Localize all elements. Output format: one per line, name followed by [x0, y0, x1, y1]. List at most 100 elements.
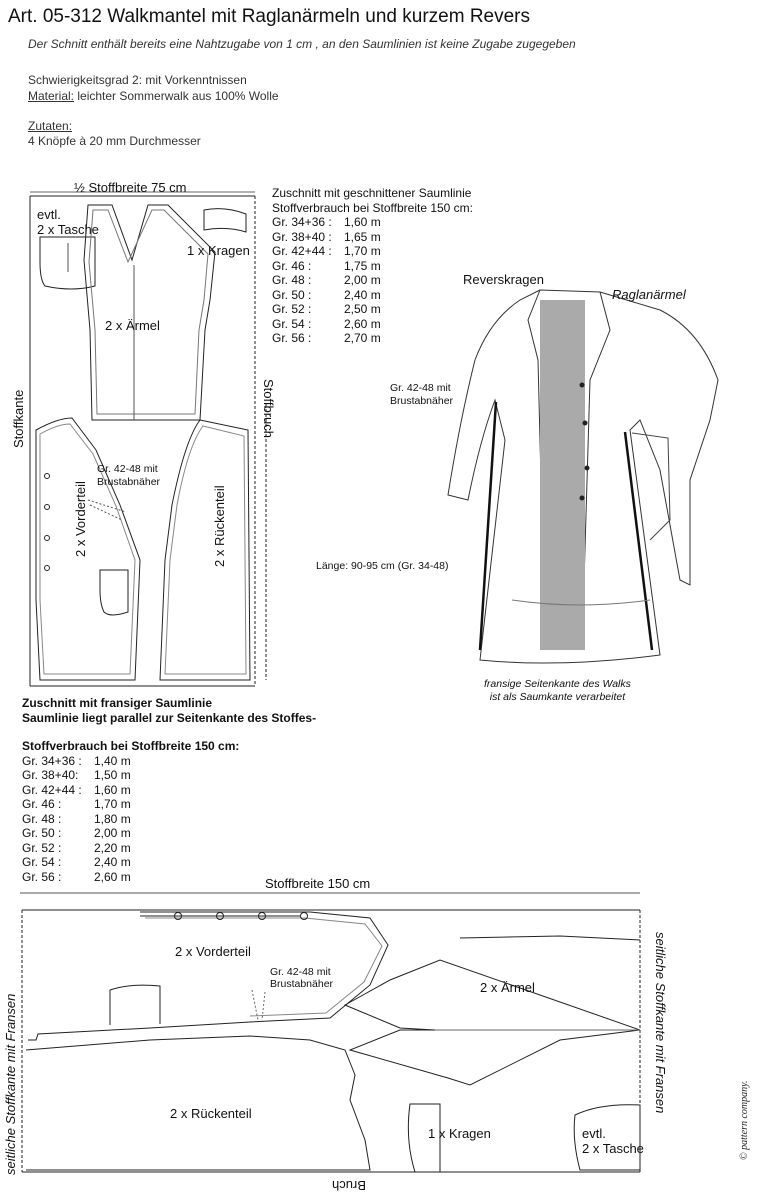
cut-fringe-size: Gr. 34+36 :	[22, 753, 82, 768]
cut-cut-size: Gr. 48 :	[272, 273, 312, 287]
cut-fringe-amount: 2,40 m	[94, 855, 131, 869]
cut-cut-heading2: Stoffverbrauch bei Stoffbreite 150 cm:	[272, 200, 474, 215]
cut-cut-amount: 1,60 m	[344, 215, 381, 229]
cut-cut-row: Gr. 52 : 2,50 m	[272, 302, 473, 317]
layout1-collar-label: 1 x Kragen	[187, 243, 250, 258]
cut-fringe-row: Gr. 42+44 : 1,60 m	[22, 783, 316, 798]
layout2-sleeve-piece	[343, 935, 641, 1086]
layout1-selvage-label: Stoffkante	[11, 389, 26, 448]
coat-collar-label: Reverskragen	[463, 272, 544, 287]
layout1-back-label: 2 x Rückenteil	[212, 485, 227, 567]
cut-fringe-amount: 1,70 m	[94, 797, 131, 811]
cut-cut-row: Gr. 56 : 2,70 m	[272, 331, 473, 346]
cut-cut-amount: 1,70 m	[344, 244, 381, 258]
cut-fringe-row: Gr. 56 : 2,60 m	[22, 870, 316, 885]
material-value: leichter Sommerwalk aus 100% Wolle	[74, 89, 279, 103]
seam-allowance-note: Der Schnitt enthält bereits eine Nahtzug…	[28, 37, 576, 51]
cut-cut-row: Gr. 42+44 :1,70 m	[272, 244, 473, 259]
layout2-collar-piece	[407, 1103, 441, 1173]
cut-fringe-size: Gr. 54 :	[22, 855, 62, 869]
cut-cut-size: Gr. 56 :	[272, 331, 312, 345]
layout1-back-piece	[159, 419, 251, 681]
layout1-front-label: 2 x Vorderteil	[73, 481, 88, 557]
notions-label: Zutaten:	[28, 119, 73, 133]
brand-mark: © pattern company.	[739, 1080, 750, 1160]
layout2-collar-label: 1 x Kragen	[428, 1126, 491, 1141]
cut-fringe-amount: 1,40 m	[94, 753, 131, 768]
cut-fringe-heading1: Zuschnitt mit fransiger Saumlinie	[22, 696, 213, 710]
cut-fringe-amount: 2,60 m	[94, 869, 131, 884]
layout2-dart-label: Gr. 42-48 mit Brustabnäher	[270, 966, 334, 990]
layout1-frame	[29, 191, 256, 687]
cut-cut-table: Zuschnitt mit geschnittener Saumlinie St…	[272, 186, 473, 346]
cut-fringe-size: Gr. 46 :	[22, 797, 62, 811]
layout2-width-label: Stoffbreite 150 cm	[265, 876, 371, 891]
cut-cut-amount: 2,70 m	[344, 331, 381, 345]
coat-length-label: Länge: 90-95 cm (Gr. 34-48)	[316, 560, 449, 572]
cut-fringe-size: Gr. 56 :	[22, 869, 62, 884]
cut-fringe-size: Gr. 52 :	[22, 840, 62, 855]
layout2-front-piece	[28, 911, 389, 1041]
cut-cut-row: Gr. 54 : 2,60 m	[272, 317, 473, 332]
cut-fringe-size: Gr. 38+40:	[22, 768, 79, 782]
cut-cut-row: Gr. 34+36 : 1,60 m	[272, 215, 473, 230]
cut-cut-amount: 1,75 m	[344, 258, 381, 273]
cut-fringe-row: Gr. 34+36 : 1,40 m	[22, 754, 316, 769]
layout1-pocket-label: evtl. 2 x Tasche	[37, 207, 99, 237]
layout1-sleeve-piece	[83, 204, 216, 421]
layout1-dart-label: Gr. 42-48 mit Brustabnäher	[97, 463, 161, 488]
cut-cut-size: Gr. 34+36 :	[272, 215, 332, 229]
material-line: Material: leichter Sommerwalk aus 100% W…	[28, 89, 279, 103]
layout2-right-edge-label: seitliche Stoffkante mit Fransen	[653, 932, 668, 1114]
cut-cut-amount: 2,60 m	[344, 316, 381, 331]
cut-fringe-size: Gr. 48 :	[22, 811, 62, 826]
cut-fringe-row: Gr. 52 : 2,20 m	[22, 841, 316, 856]
cut-cut-amount: 2,00 m	[344, 273, 381, 287]
page-title: Art. 05-312 Walkmantel mit Raglanärmeln …	[8, 6, 530, 27]
cut-fringe-heading2: Saumlinie liegt parallel zur Seitenkante…	[22, 710, 317, 725]
cut-fringe-amount: 2,00 m	[94, 826, 131, 840]
layout1-front-piece	[35, 417, 141, 681]
cut-cut-heading1: Zuschnitt mit geschnittener Saumlinie	[272, 186, 472, 200]
difficulty-text: Schwierigkeitsgrad 2: mit Vorkenntnissen	[28, 73, 247, 87]
material-label: Material:	[28, 89, 75, 103]
layout2-pocket-label: evtl. 2 x Tasche	[582, 1126, 644, 1156]
cut-fringe-row: Gr. 48 : 1,80 m	[22, 812, 316, 827]
layout2-front-label: 2 x Vorderteil	[175, 944, 251, 959]
cut-fringe-size: Gr. 50 :	[22, 826, 62, 840]
layout2-left-edge-label: seitliche Stoffkante mit Fransen	[3, 993, 18, 1175]
cut-fringe-amount: 1,60 m	[94, 782, 131, 797]
coat-illustration	[447, 289, 719, 664]
layout2-sleeve-label: 2 x Ärmel	[480, 980, 535, 995]
cut-cut-size: Gr. 54 :	[272, 316, 312, 331]
layout2-buttons	[174, 912, 308, 920]
cut-fringe-amount: 1,80 m	[94, 811, 131, 826]
cut-fringe-row: Gr. 46 : 1,70 m	[22, 797, 316, 812]
coat-sleeve-label: Raglanärmel	[612, 287, 686, 302]
cut-cut-row: Gr. 38+40 :1,65 m	[272, 230, 473, 245]
cut-fringe-table: Zuschnitt mit fransiger Saumlinie Saumli…	[22, 696, 316, 884]
cut-fringe-row: Gr. 54 : 2,40 m	[22, 855, 316, 870]
coat-caption: fransige Seitenkante des Walks ist als S…	[484, 678, 631, 703]
cut-fringe-row: Gr. 38+40: 1,50 m	[22, 768, 316, 783]
layout1-buttons	[44, 473, 50, 571]
layout2-back-label: 2 x Rückenteil	[170, 1106, 252, 1121]
layout2-frame	[20, 892, 641, 1173]
cut-cut-size: Gr. 52 :	[272, 302, 312, 316]
cut-cut-row: Gr. 48 : 2,00 m	[272, 273, 473, 288]
coat-dart-label: Gr. 42-48 mit Brustabnäher	[390, 382, 454, 407]
cut-fringe-amount: 2,20 m	[94, 840, 131, 855]
layout2-back-piece	[25, 1035, 371, 1171]
cut-fringe-amount: 1,50 m	[94, 768, 131, 782]
cut-cut-row: Gr. 46 : 1,75 m	[272, 259, 473, 274]
layout1-pocket-piece	[39, 236, 96, 290]
layout1-sleeve-label: 2 x Ärmel	[105, 318, 160, 333]
cut-fringe-row: Gr. 50 : 2,00 m	[22, 826, 316, 841]
cut-cut-size: Gr. 46 :	[272, 258, 312, 273]
cut-cut-amount: 2,40 m	[344, 287, 381, 302]
cut-fringe-heading3: Stoffverbrauch bei Stoffbreite 150 cm:	[22, 739, 240, 753]
cut-cut-amount: 2,50 m	[344, 302, 381, 316]
cut-fringe-size: Gr. 42+44 :	[22, 782, 82, 797]
notions-value: 4 Knöpfe à 20 mm Durchmesser	[28, 134, 201, 148]
